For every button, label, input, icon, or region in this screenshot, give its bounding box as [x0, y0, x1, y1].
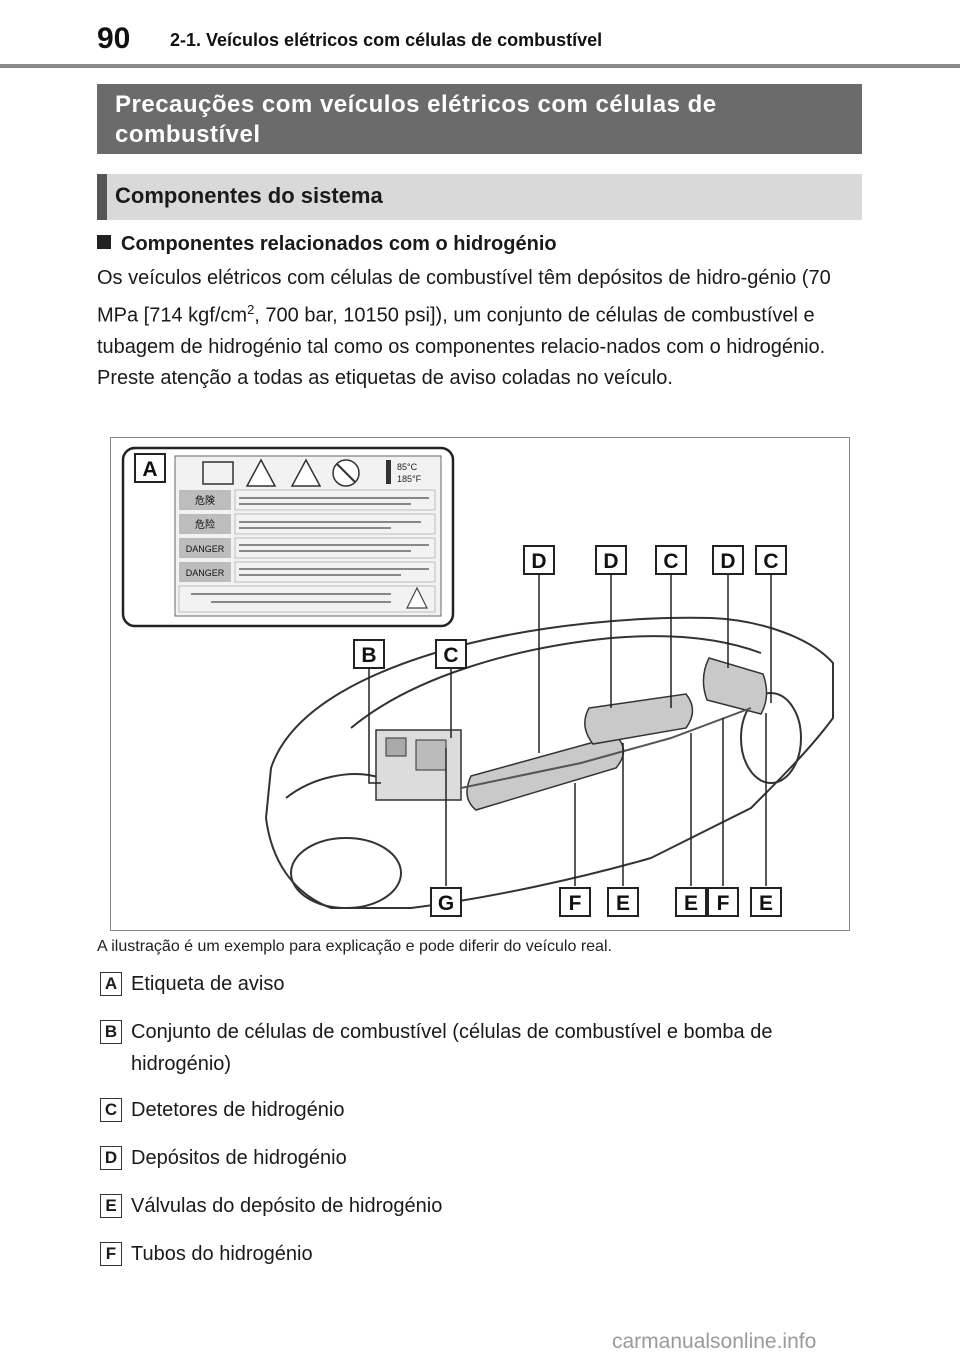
explosion-warning-icon: [245, 458, 277, 487]
callout-c-front: [435, 639, 467, 669]
legend-key-a: A: [100, 972, 122, 996]
hydrogen-tank-middle: [584, 693, 694, 745]
subsection-title: Componentes do sistema: [97, 174, 862, 220]
callout-g-text: G: [438, 892, 454, 915]
callout-e3-text: E: [759, 892, 773, 915]
manual-icon: [202, 461, 234, 485]
callout-f2: [707, 887, 739, 917]
callout-f1: [559, 887, 591, 917]
callout-e2-text: E: [684, 892, 698, 915]
front-wheel: [290, 837, 402, 909]
leader-lines: [368, 573, 772, 886]
fire-warning-icon: [290, 458, 322, 487]
callout-c2-text: C: [763, 550, 778, 573]
callout-d3-text: D: [720, 550, 735, 573]
callout-e3: [750, 887, 782, 917]
paragraph-superscript: 2: [247, 302, 255, 317]
legend-text-a: Etiqueta de aviso: [131, 973, 285, 995]
legend-key-e: E: [100, 1194, 122, 1218]
callout-d1: [523, 545, 555, 575]
legend-key-b: B: [100, 1020, 122, 1044]
callout-b: [353, 639, 385, 669]
danger-text-2: [234, 513, 436, 535]
danger-tag-3-text: DANGER: [186, 544, 225, 554]
hydrogen-tank-rear: [702, 657, 768, 715]
legend-text-e: Válvulas do depósito de hidrogénio: [131, 1195, 443, 1217]
hydrogen-tanks: [466, 657, 768, 811]
legend-key-d: D: [100, 1146, 122, 1170]
car-roofline: [350, 635, 762, 729]
car-outline: [264, 616, 834, 909]
fuel-cell-part: [385, 737, 407, 757]
danger-tag-4-text: DANGER: [186, 568, 225, 578]
paragraph-part-1: Os veículos elétricos com células de com…: [97, 267, 831, 327]
callout-a-text: A: [142, 458, 157, 481]
danger-tag-2: [179, 514, 231, 534]
callout-f1-text: F: [569, 892, 582, 915]
fuel-cell-stack: [375, 729, 462, 801]
callout-b-text: B: [361, 644, 376, 667]
vehicle-illustration: 85°C 185°F 危険 危险 DANGER DANGER: [110, 437, 850, 931]
vehicle-diagram-svg: 85°C 185°F 危険 危险 DANGER DANGER: [121, 446, 834, 917]
callout-e1-text: E: [616, 892, 630, 915]
callout-c1-text: C: [663, 550, 678, 573]
watermark[interactable]: carmanualsonline.info: [612, 1330, 817, 1353]
figure-caption: A ilustração é um exemplo para explicaçã…: [97, 938, 612, 955]
callout-d3: [712, 545, 744, 575]
callout-d2: [595, 545, 627, 575]
callout-c2: [755, 545, 787, 575]
legend-key-f: F: [100, 1242, 122, 1266]
car-hood-line: [285, 773, 382, 799]
page-header: 90 2-1. Veículos elétricos com células d…: [0, 0, 960, 70]
temp-celsius: 85°C: [397, 462, 418, 472]
callout-f2-text: F: [717, 892, 730, 915]
fuel-cell-part: [415, 739, 447, 771]
callout-e1: [607, 887, 639, 917]
danger-text-1: [234, 489, 436, 511]
danger-tag-1: [179, 490, 231, 510]
callout-e2: [675, 887, 707, 917]
callout-c1: [655, 545, 687, 575]
section-title: Precauções com veículos elétricos com cé…: [97, 84, 862, 154]
paragraph-part-2: , 700 bar, 10150 psi]), um conjunto de c…: [97, 304, 826, 389]
legend-text-b: Conjunto de células de combustível (célu…: [131, 1021, 773, 1075]
chapter-title: 2-1. Veículos elétricos com células de c…: [170, 30, 603, 50]
lead-heading-text: Componentes relacionados com o hidrogéni…: [121, 233, 557, 255]
legend-text-d: Depósitos de hidrogénio: [131, 1147, 347, 1169]
danger-tag-2-text: 危险: [195, 518, 215, 531]
callout-a: [134, 453, 166, 483]
hydrogen-pipe: [460, 707, 752, 789]
callout-d2-text: D: [603, 550, 618, 573]
callout-c-front-text: C: [443, 644, 458, 667]
callout-d1-text: D: [531, 550, 546, 573]
warning-pictograms: 85°C 185°F: [202, 458, 422, 487]
header-rule: [0, 64, 960, 68]
body-paragraph: Os veículos elétricos com células de com…: [97, 263, 867, 394]
danger-tag-3: [179, 538, 231, 558]
danger-tag-4: [179, 562, 231, 582]
bullet-square-icon: [97, 235, 111, 249]
legend-text-c: Detetores de hidrogénio: [131, 1099, 345, 1121]
leader-b: [368, 666, 381, 784]
thermometer-icon: [386, 460, 391, 484]
danger-text-3: [234, 537, 436, 559]
callout-g: [430, 887, 462, 917]
arabic-warning-box: [178, 585, 436, 613]
hydrogen-tank-front: [466, 735, 625, 811]
callouts: A B C D D C D C G F E E F: [134, 453, 787, 917]
page-number: 90: [97, 22, 131, 55]
legend-text-f: Tubos do hidrogénio: [131, 1243, 313, 1265]
temp-fahrenheit: 185°F: [397, 474, 422, 484]
danger-rows: 危険 危险 DANGER DANGER: [178, 489, 436, 613]
lead-heading: Componentes relacionados com o hidrogéni…: [97, 233, 557, 256]
no-flame-slash: [336, 463, 356, 483]
danger-tag-1-text: 危険: [195, 495, 215, 507]
arabic-warning-icon: [406, 586, 428, 609]
danger-text-4: [234, 561, 436, 583]
legend-key-c: C: [100, 1098, 122, 1122]
